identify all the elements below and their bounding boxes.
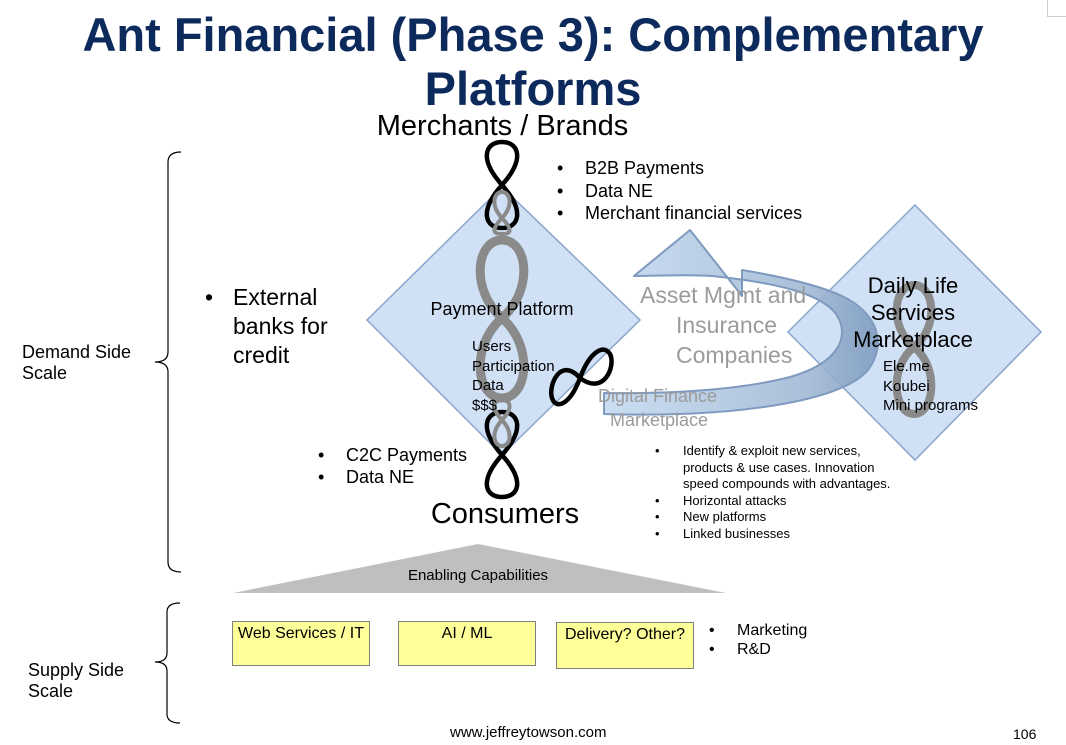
demand-bracket — [154, 151, 182, 573]
list-item: Participation — [472, 357, 555, 375]
list-item: Data NE — [557, 180, 802, 203]
payment-infinity-icon — [475, 235, 529, 403]
supply-bracket — [154, 602, 181, 724]
list-item: $$$ — [472, 396, 498, 414]
list-item: Data NE — [318, 466, 467, 488]
merchants-label: Merchants / Brands — [376, 110, 629, 142]
strategy-bullet-list: Identify & exploit new services, product… — [655, 443, 900, 543]
payment-bottom-loop-icon — [492, 397, 512, 449]
asset-line: Asset Mgmt and — [640, 282, 807, 308]
list-item: Horizontal attacks — [655, 493, 900, 510]
enabling-triangle — [233, 544, 726, 593]
daily-infinity-icon — [892, 280, 936, 419]
top-infinity-icon — [484, 139, 520, 231]
list-item: External banks for credit — [205, 283, 365, 370]
daily-life-label: Daily Life Services Marketplace — [853, 273, 973, 352]
footer-url: www.jeffreytowson.com — [450, 724, 607, 741]
capability-web-services: Web Services / IT — [232, 621, 370, 666]
list-item: Koubei — [883, 377, 930, 395]
list-item: R&D — [709, 640, 807, 659]
asset-line: Companies — [676, 342, 793, 368]
asset-mgmt-label: Asset Mgmt and Insurance Companies — [640, 280, 860, 370]
digital-line: Marketplace — [610, 410, 709, 430]
capability-delivery: Delivery? Other? — [556, 622, 694, 669]
supply-bullet-list: Marketing R&D — [709, 621, 807, 659]
list-item: Data — [472, 377, 504, 394]
bottom-infinity-icon — [484, 409, 520, 500]
list-item: C2C Payments — [318, 444, 467, 466]
payment-platform-label: Payment Platform — [430, 299, 574, 319]
list-item: B2B Payments — [557, 157, 802, 180]
daily-life-diamond — [786, 203, 1043, 462]
window-corner — [1047, 0, 1066, 17]
slide-title: Ant Financial (Phase 3): Complementary P… — [82, 8, 984, 115]
digital-finance-label: Digital Finance Marketplace — [598, 384, 717, 432]
merchant-bullet-list: B2B Payments Data NE Merchant financial … — [557, 157, 802, 225]
list-item: Linked businesses — [655, 526, 900, 543]
daily-life-items: Ele.me Koubei Mini programs — [883, 357, 978, 416]
payment-platform-items: Users Participation Data $$$ — [472, 337, 555, 415]
list-item: Users — [472, 338, 512, 355]
enabling-capabilities-label: Enabling Capabilities — [407, 567, 549, 584]
payment-top-loop-icon — [492, 189, 512, 237]
list-item: Ele.me — [883, 358, 930, 375]
list-item: Mini programs — [883, 397, 979, 414]
asset-line: Insurance — [676, 312, 778, 338]
bridge-infinity-icon — [549, 347, 614, 407]
capability-ai-ml: AI / ML — [398, 621, 536, 666]
curved-arrow — [603, 229, 879, 416]
page-number: 106 — [1013, 726, 1037, 742]
list-item: New platforms — [655, 509, 900, 526]
supply-side-label: Supply Side Scale — [28, 660, 125, 701]
consumer-bullet-list: C2C Payments Data NE — [318, 444, 467, 488]
external-bullet-list: External banks for credit — [205, 283, 365, 370]
consumers-label: Consumers — [430, 498, 580, 530]
list-item: Identify & exploit new services, product… — [655, 443, 900, 493]
list-item: Merchant financial services — [557, 202, 802, 225]
list-item: Marketing — [709, 621, 807, 640]
demand-side-label: Demand Side Scale — [22, 342, 132, 383]
digital-line: Digital Finance — [598, 386, 718, 406]
